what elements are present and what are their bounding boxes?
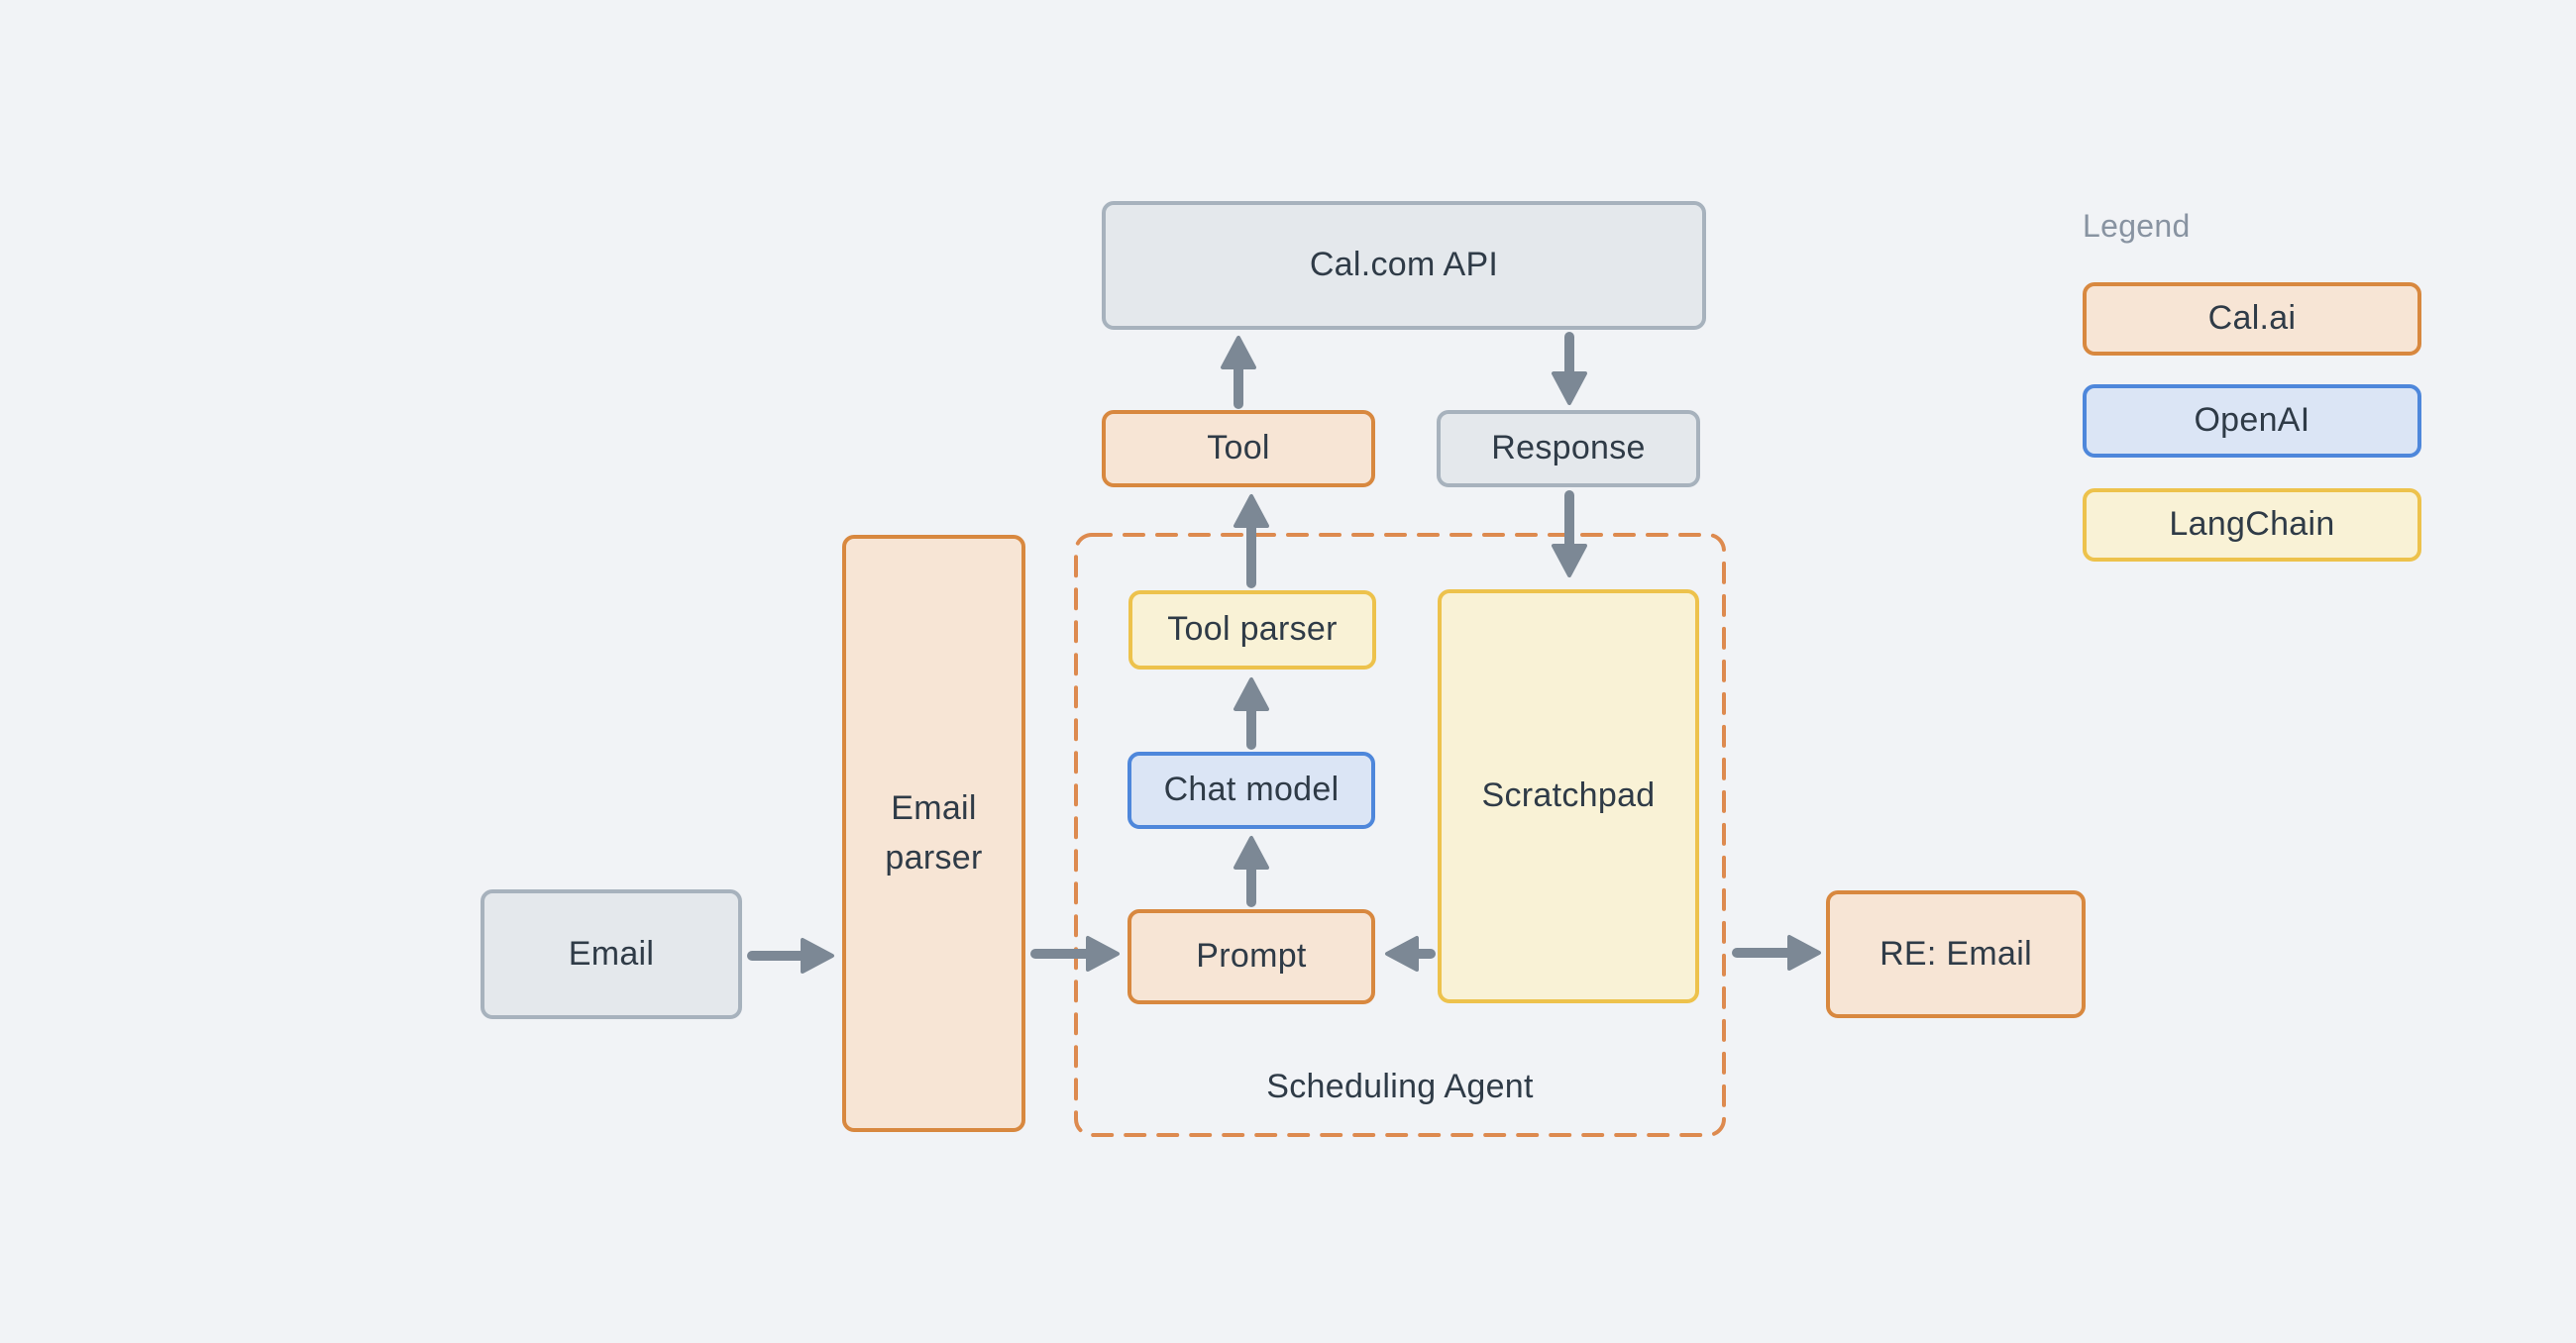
- arrow-emailparser-to-prompt: [1030, 936, 1120, 972]
- legend-item-cal-ai-label: Cal.ai: [2207, 299, 2297, 338]
- arrow-chatmodel-to-toolparser: [1234, 677, 1269, 750]
- node-tool-parser: Tool parser: [1128, 590, 1376, 670]
- arrow-toolparser-to-tool: [1234, 494, 1269, 588]
- node-re-email: RE: Email: [1826, 890, 2086, 1018]
- node-prompt: Prompt: [1127, 909, 1375, 1004]
- legend-item-openai-label: OpenAI: [2194, 401, 2310, 440]
- scheduling-agent-group-label: Scheduling Agent: [1266, 1068, 1534, 1105]
- node-tool-parser-label: Tool parser: [1167, 610, 1338, 649]
- node-email-label: Email: [568, 934, 655, 973]
- scheduling-agent-dashed-border: [1074, 533, 1726, 1137]
- node-scratchpad-label: Scratchpad: [1481, 776, 1656, 815]
- legend-item-openai: OpenAI: [2083, 384, 2421, 458]
- node-email-parser-label: Email parser: [885, 789, 983, 877]
- legend-title: Legend: [2083, 208, 2191, 244]
- node-response-label: Response: [1491, 429, 1646, 467]
- node-scratchpad: Scratchpad: [1438, 589, 1699, 1003]
- node-re-email-label: RE: Email: [1879, 934, 2032, 973]
- node-chat-model: Chat model: [1127, 752, 1375, 829]
- arrow-email-to-emailparser: [747, 938, 834, 974]
- node-tool-label: Tool: [1207, 429, 1270, 467]
- node-email: Email: [481, 889, 742, 1019]
- legend-item-langchain: LangChain: [2083, 488, 2421, 562]
- node-prompt-label: Prompt: [1196, 937, 1307, 976]
- arrow-scratchpad-to-prompt: [1385, 936, 1436, 972]
- node-chat-model-label: Chat model: [1163, 771, 1340, 809]
- legend-item-cal-ai: Cal.ai: [2083, 282, 2421, 356]
- node-tool: Tool: [1102, 410, 1375, 487]
- node-cal-api-label: Cal.com API: [1309, 246, 1499, 284]
- node-email-parser: Email parser: [842, 535, 1025, 1132]
- arrow-response-to-scratchpad: [1552, 490, 1587, 577]
- arrow-calapi-to-response: [1552, 332, 1587, 405]
- arrow-prompt-to-chatmodel: [1234, 836, 1269, 907]
- node-response: Response: [1437, 410, 1700, 487]
- arrow-tool-to-calapi: [1221, 336, 1256, 409]
- legend-item-langchain-label: LangChain: [2169, 505, 2335, 544]
- arrow-agent-to-reemail: [1732, 935, 1821, 971]
- node-cal-api: Cal.com API: [1102, 201, 1706, 330]
